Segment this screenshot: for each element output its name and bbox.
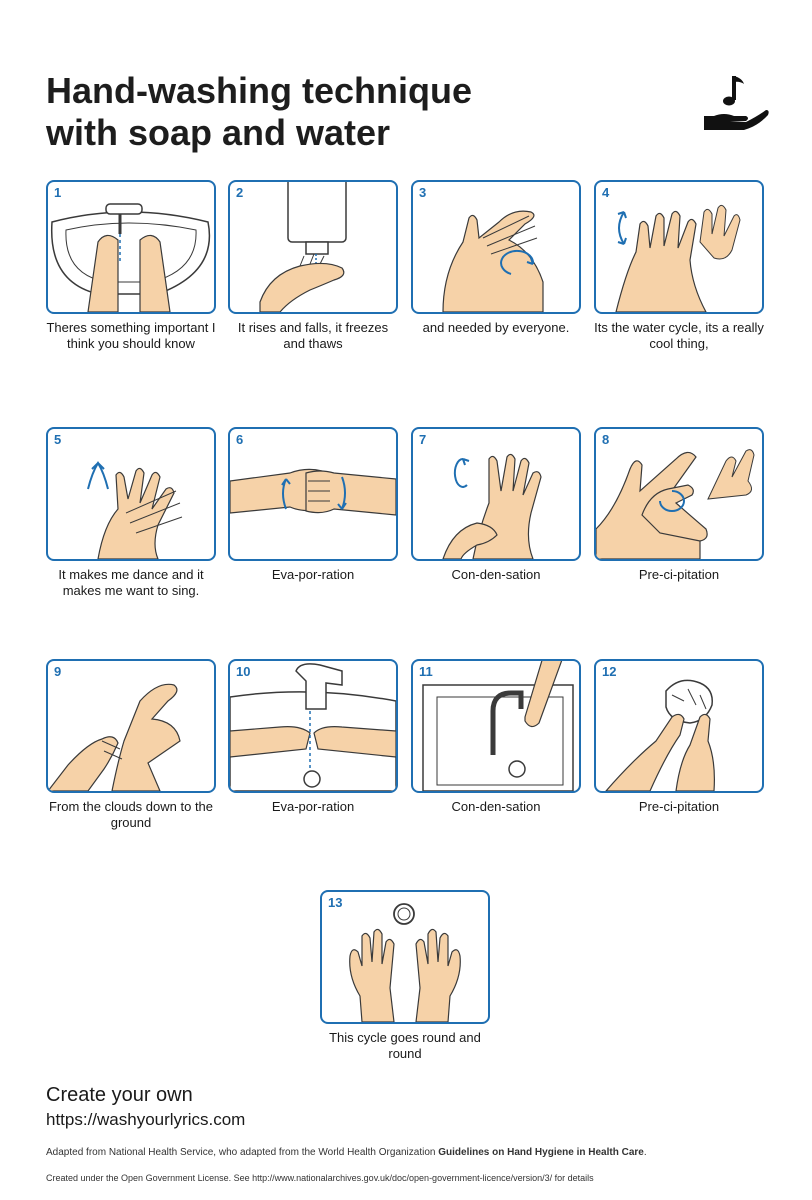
title-line-1: Hand-washing technique bbox=[46, 70, 473, 111]
step-caption: Eva-por-ration bbox=[271, 799, 355, 814]
license-note: Created under the Open Government Licens… bbox=[46, 1173, 594, 1183]
step-13: 13 This cycle goes round and round bbox=[320, 890, 490, 1061]
step-caption: Pre-ci-pitation bbox=[638, 567, 720, 582]
step-number: 13 bbox=[328, 895, 343, 910]
fingertips-palm-icon bbox=[596, 449, 755, 559]
interlocked-fingers-icon bbox=[230, 468, 396, 516]
hands-under-tap-icon bbox=[50, 203, 211, 312]
step-number: 2 bbox=[236, 185, 244, 200]
step-caption: Con-den-sation bbox=[451, 567, 541, 582]
page-title: Hand-washing technique with soap and wat… bbox=[46, 70, 472, 154]
step-caption: and needed by everyone. bbox=[422, 320, 570, 335]
title-line-2: with soap and water bbox=[46, 112, 391, 153]
step-8: 8 Pre-ci-pitation bbox=[594, 427, 764, 583]
step-caption: It rises and falls, it freezes and thaws bbox=[237, 320, 389, 351]
step-caption: Pre-ci-pitation bbox=[638, 799, 720, 814]
step-1-panel: 1 bbox=[46, 180, 216, 314]
step-5: 5 It makes me dance and it makes me want… bbox=[46, 427, 216, 598]
step-number: 9 bbox=[54, 664, 62, 679]
step-caption: It makes me dance and it makes me want t… bbox=[58, 567, 204, 598]
step-3-panel: 3 bbox=[411, 180, 581, 314]
step-7: 7 Con-den-sation bbox=[411, 427, 581, 583]
create-your-own-heading: Create your own bbox=[46, 1084, 193, 1106]
step-6: 6 Eva-por-ration bbox=[228, 427, 398, 583]
step-13-panel: 13 bbox=[320, 890, 490, 1024]
step-7-panel: 7 bbox=[411, 427, 581, 561]
step-12-panel: 12 bbox=[594, 659, 764, 793]
step-4-panel: 4 bbox=[594, 180, 764, 314]
step-3: 3 and needed by everyone. bbox=[411, 180, 581, 336]
step-2: 2 It rises and falls, it freezes and tha… bbox=[228, 180, 398, 351]
attribution-note: Adapted from National Health Service, wh… bbox=[46, 1147, 776, 1160]
interlaced-fingers-icon bbox=[87, 461, 183, 559]
washyourlyrics-link[interactable]: https://washyourlyrics.com bbox=[46, 1110, 246, 1129]
soap-dispenser-icon bbox=[259, 182, 347, 312]
step-number: 11 bbox=[419, 664, 433, 679]
hand-with-music-note-icon bbox=[704, 76, 769, 130]
step-1: 1 Theres something important I think you… bbox=[46, 180, 216, 351]
step-caption: From the clouds down to the ground bbox=[48, 799, 214, 830]
step-number: 1 bbox=[54, 185, 62, 200]
step-10-panel: 10 bbox=[228, 659, 398, 793]
palm-to-palm-icon bbox=[442, 210, 544, 312]
step-number: 7 bbox=[419, 432, 427, 447]
step-number: 12 bbox=[602, 664, 617, 679]
thumb-rotation-icon bbox=[442, 453, 542, 559]
step-number: 3 bbox=[419, 185, 427, 200]
step-12: 12 Pre-ci-pitation bbox=[594, 659, 764, 815]
back-of-hands-icon bbox=[615, 204, 741, 312]
step-caption: Con-den-sation bbox=[451, 799, 541, 814]
clean-hands-icon bbox=[349, 903, 461, 1022]
step-5-panel: 5 bbox=[46, 427, 216, 561]
rinse-hands-icon bbox=[230, 663, 396, 791]
step-9-panel: 9 bbox=[46, 659, 216, 793]
step-number: 10 bbox=[236, 664, 251, 679]
step-caption: Its the water cycle, its a really cool t… bbox=[594, 320, 764, 351]
dry-hands-towel-icon bbox=[605, 679, 715, 791]
step-8-panel: 8 bbox=[594, 427, 764, 561]
step-4: 4 Its the water cycle, its a really cool… bbox=[594, 180, 764, 351]
attribution-text: Adapted from National Health Service, wh… bbox=[46, 1147, 439, 1158]
step-caption: Eva-por-ration bbox=[271, 567, 355, 582]
guidelines-title: Guidelines on Hand Hygiene in Health Car… bbox=[438, 1147, 644, 1158]
step-caption: Theres something important I think you s… bbox=[46, 320, 216, 351]
step-11: 11 Con-den-sation bbox=[411, 659, 581, 815]
turn-off-tap-icon bbox=[422, 661, 574, 791]
step-10: 10 Eva-por-ration bbox=[228, 659, 398, 815]
step-2-panel: 2 bbox=[228, 180, 398, 314]
step-number: 6 bbox=[236, 432, 244, 447]
step-9: 9 From the clouds down to the ground bbox=[46, 659, 216, 830]
step-number: 5 bbox=[54, 432, 62, 447]
step-6-panel: 6 bbox=[228, 427, 398, 561]
step-number: 4 bbox=[602, 185, 610, 200]
step-number: 8 bbox=[602, 432, 610, 447]
wrist-rub-icon bbox=[48, 683, 181, 791]
step-11-panel: 11 bbox=[411, 659, 581, 793]
step-caption: This cycle goes round and round bbox=[329, 1030, 481, 1061]
attribution-end: . bbox=[643, 1147, 647, 1158]
